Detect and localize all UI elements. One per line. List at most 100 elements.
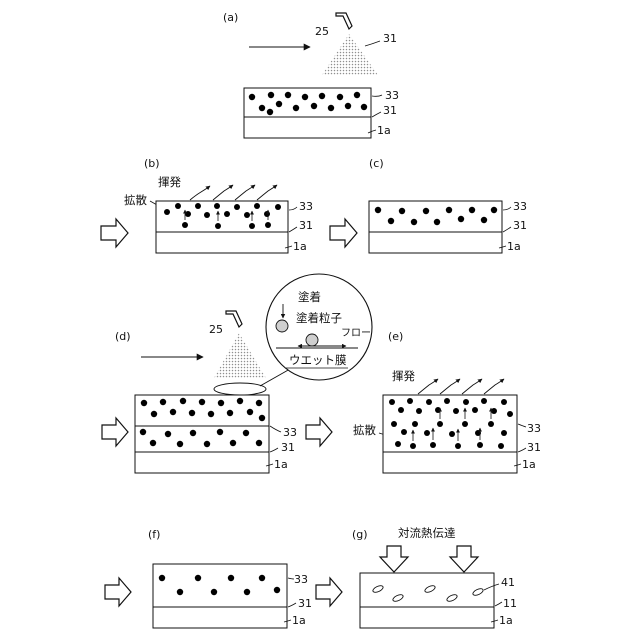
- paint-particle: [170, 409, 176, 415]
- process-arrow-icon: [306, 418, 332, 446]
- paint-particle: [498, 443, 504, 449]
- panel-f: (f) 33 31 1a: [105, 528, 312, 628]
- paint-particle: [426, 399, 432, 405]
- panel-e-diffusion-label: 拡散: [353, 423, 376, 437]
- panel-d-leader-31: [270, 448, 278, 452]
- paint-particle: [453, 408, 459, 414]
- inset-adhesion-label: 塗着: [298, 290, 321, 304]
- panel-g-label-1a: 1a: [499, 614, 513, 627]
- paint-particle: [389, 399, 395, 405]
- evaporation-arrow: [213, 185, 233, 200]
- paint-particle: [204, 212, 210, 218]
- panel-g-label-11: 11: [503, 597, 517, 610]
- paint-particle: [434, 219, 440, 225]
- process-arrow-icon: [105, 578, 131, 606]
- paint-particle: [469, 207, 475, 213]
- panel-d-spray-nozzle: [226, 311, 242, 327]
- paint-particle: [268, 92, 274, 98]
- paint-particle: [256, 400, 262, 406]
- paint-particle: [285, 92, 291, 98]
- panel-b-evaporation-arrows: [190, 185, 277, 200]
- paint-particle: [204, 441, 210, 447]
- process-arrow-icon: [101, 219, 128, 247]
- panel-e-leader-33: [518, 424, 526, 427]
- panel-e-evaporation-arrows: [418, 379, 504, 394]
- paint-particle: [259, 415, 265, 421]
- panel-a-spray-leader: [365, 41, 380, 46]
- panel-f-label-31: 31: [298, 597, 312, 610]
- panel-b-substrate: [156, 232, 288, 253]
- panel-a-label-31: 31: [383, 104, 397, 117]
- panel-e-label-31: 31: [527, 441, 541, 454]
- evaporation-arrow: [418, 379, 438, 394]
- inset-incoming-particle: [276, 320, 288, 332]
- evaporation-arrow: [440, 379, 460, 394]
- panel-a-leader-33: [372, 95, 382, 96]
- paint-particle: [410, 443, 416, 449]
- paint-particle: [455, 443, 461, 449]
- panel-a-spray-label: 31: [383, 32, 397, 45]
- panel-a-spray-nozzle: [336, 13, 352, 29]
- panel-c-label-31: 31: [513, 219, 527, 232]
- panel-a-wet-film: [244, 88, 371, 117]
- paint-particle: [190, 430, 196, 436]
- paint-particle: [375, 207, 381, 213]
- panel-a: (a) 25 31 33 31 1a: [223, 11, 399, 138]
- panel-g-leader-11: [495, 602, 502, 606]
- paint-particle: [412, 421, 418, 427]
- panel-d-inset: 塗着 塗着粒子 フロー ウエット膜: [266, 274, 372, 380]
- paint-particle: [141, 400, 147, 406]
- panel-c-leader-31: [503, 227, 511, 232]
- inset-flow-label: フロー: [341, 328, 371, 339]
- paint-particle: [224, 211, 230, 217]
- panel-a-nozzle-label: 25: [315, 25, 329, 38]
- paint-particle: [416, 408, 422, 414]
- paint-particle: [411, 219, 417, 225]
- panel-d-label-33: 33: [283, 426, 297, 439]
- paint-particle: [395, 441, 401, 447]
- paint-particle: [259, 575, 265, 581]
- panel-f-label-1a: 1a: [292, 614, 306, 627]
- paint-particle: [501, 399, 507, 405]
- paint-particle: [275, 204, 281, 210]
- paint-particle: [328, 105, 334, 111]
- paint-particle: [401, 429, 407, 435]
- panel-g-label-41: 41: [501, 576, 515, 589]
- paint-particle: [159, 575, 165, 581]
- paint-particle: [491, 408, 497, 414]
- paint-particle: [189, 410, 195, 416]
- panel-d-nozzle-label: 25: [209, 323, 223, 336]
- paint-particle: [164, 209, 170, 215]
- paint-particle: [217, 429, 223, 435]
- panel-a-spray-cone: [322, 34, 378, 75]
- panel-b-diffusion-label: 拡散: [124, 193, 147, 207]
- paint-particle: [293, 105, 299, 111]
- panel-a-substrate: [244, 117, 371, 138]
- panel-b-leader-33: [289, 207, 297, 210]
- paint-particle: [264, 211, 270, 217]
- paint-particle: [140, 429, 146, 435]
- paint-particle: [423, 208, 429, 214]
- panel-d: (d) 25 塗着 塗着粒子 フロー ウエット膜: [102, 274, 372, 473]
- panel-f-substrate: [153, 607, 287, 628]
- process-arrow-icon: [316, 578, 342, 606]
- paint-particle: [249, 94, 255, 100]
- paint-particle: [274, 587, 280, 593]
- panel-a-label-33: 33: [385, 89, 399, 102]
- panel-b-tag: (b): [144, 157, 160, 170]
- inset-adhered-particle-label: 塗着粒子: [296, 311, 342, 325]
- paint-particle: [247, 409, 253, 415]
- panel-a-label-1a: 1a: [377, 124, 391, 137]
- paint-particle: [199, 399, 205, 405]
- panel-f-coating: [153, 564, 287, 607]
- paint-particle: [337, 94, 343, 100]
- paint-particle: [160, 399, 166, 405]
- paint-particle: [211, 589, 217, 595]
- paint-particle: [267, 109, 273, 115]
- paint-particle: [430, 442, 436, 448]
- paint-particle: [175, 203, 181, 209]
- paint-particle: [215, 223, 221, 229]
- panel-f-label-33: 33: [294, 573, 308, 586]
- panel-b-label-31: 31: [299, 219, 313, 232]
- panel-d-tag: (d): [115, 330, 131, 343]
